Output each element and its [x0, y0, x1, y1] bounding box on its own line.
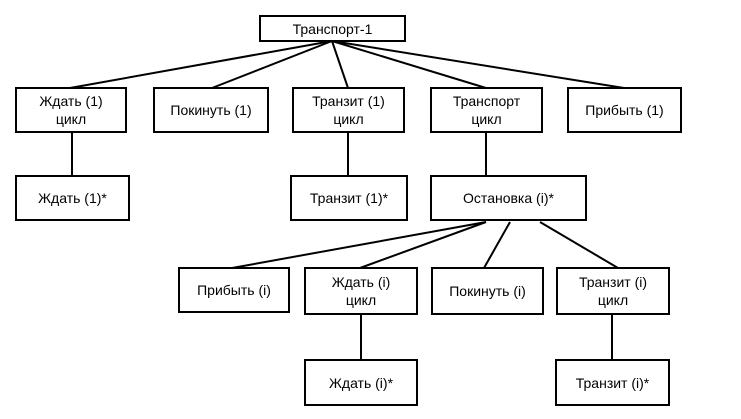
- node-label: Ждать (i)*: [328, 374, 394, 391]
- node-wait-i-star: Ждать (i)*: [304, 359, 418, 406]
- node-transit-i-star: Транзит (i)*: [555, 359, 670, 406]
- edge-root-wait-cycle: [69, 40, 333, 89]
- node-arrive-1: Прибыть (1): [567, 87, 682, 133]
- node-label: Транзит (i): [578, 274, 648, 290]
- node-transit-1-cycle: Транзит (1) цикл: [292, 87, 405, 133]
- node-transport-1: Транспорт-1: [259, 15, 406, 42]
- node-stop-i-star: Остановка (i)*: [430, 175, 587, 221]
- node-label: Транзит (i)*: [575, 374, 650, 391]
- node-label-sub: цикл: [333, 111, 364, 127]
- edge-stop-arrive-i: [231, 221, 487, 269]
- node-label: Покинуть (i): [449, 283, 526, 299]
- node-transit-1-star: Транзит (1)*: [290, 175, 408, 221]
- node-label-sub: цикл: [345, 292, 377, 308]
- edge-root-leave: [211, 40, 333, 89]
- node-label: Ждать (1): [39, 93, 103, 109]
- node-label: Ждать (1)*: [38, 190, 107, 206]
- node-label-sub: цикл: [471, 111, 502, 127]
- node-label: Остановка (i)*: [463, 190, 554, 206]
- node-label-sub: цикл: [55, 111, 87, 127]
- node-label: Транзит (1)*: [309, 190, 389, 206]
- edge-root-transit-cycle: [331, 40, 349, 89]
- node-label: Ждать (i): [331, 274, 391, 290]
- node-wait-1-star: Ждать (1)*: [15, 175, 130, 221]
- node-label-sub: цикл: [597, 292, 629, 308]
- node-transit-i-cycle: Транзит (i) цикл: [556, 267, 670, 315]
- node-arrive-i: Прибыть (i): [178, 267, 290, 313]
- node-label: Покинуть (1): [170, 102, 252, 118]
- node-leave-i: Покинуть (i): [431, 267, 544, 315]
- node-transport-cycle: Транспорт цикл: [430, 87, 543, 133]
- node-label: Прибыть (i): [197, 282, 271, 298]
- node-label: Транзит (1): [312, 93, 385, 109]
- node-wait-1-cycle: Ждать (1) цикл: [15, 87, 127, 133]
- edge-stop-leave-i: [483, 221, 511, 269]
- edge-stop-transit-i-cycle: [539, 221, 619, 269]
- node-wait-i-cycle: Ждать (i) цикл: [304, 267, 418, 315]
- edge-stop-wait-i-cycle: [359, 221, 487, 269]
- node-leave-1: Покинуть (1): [153, 87, 269, 133]
- node-label: Прибыть (1): [585, 102, 664, 118]
- node-label: Транспорт: [452, 93, 521, 109]
- edge-root-arrive: [331, 40, 625, 89]
- edge-root-transport-cycle: [331, 40, 487, 89]
- node-label: Транспорт-1: [292, 20, 373, 37]
